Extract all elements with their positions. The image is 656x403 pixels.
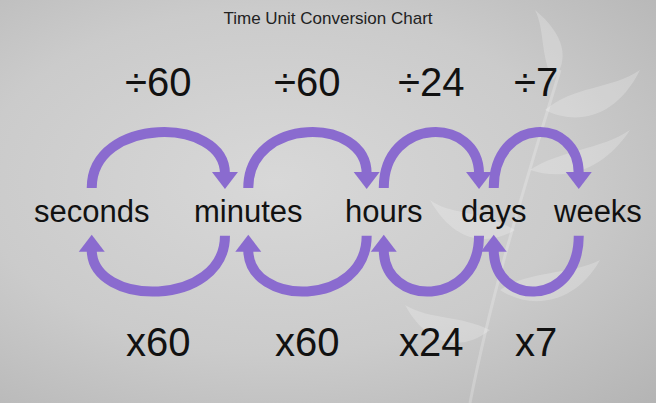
conversion-factor: x7	[515, 320, 557, 364]
unit-word: days	[457, 192, 530, 232]
conversion-arrow	[92, 132, 238, 189]
arrow-head	[566, 172, 592, 189]
arc-line	[92, 236, 225, 292]
arc-line	[248, 236, 366, 292]
conversion-arrow	[235, 235, 366, 292]
unit-word: weeks	[550, 192, 646, 232]
conversion-arrow	[248, 132, 379, 189]
arrow-head	[212, 172, 238, 189]
conversion-factor: ÷60	[274, 60, 340, 104]
chart-title: Time Unit Conversion Chart	[0, 9, 656, 29]
unit-name: minutes	[194, 194, 303, 229]
unit-name: weeks	[554, 194, 642, 229]
arc-line	[248, 132, 366, 188]
arrow-head	[79, 235, 105, 252]
unit-word: hours	[341, 192, 427, 232]
conversion-factor: ÷60	[125, 60, 191, 104]
unit-word: seconds	[30, 192, 153, 232]
arrow-head	[481, 235, 507, 252]
arc-line	[384, 132, 479, 188]
arc-line	[494, 236, 579, 292]
arrow-head	[371, 235, 397, 252]
conversion-arrow	[371, 235, 479, 292]
conversion-factor: x60	[126, 320, 191, 364]
unit-name: seconds	[34, 194, 149, 229]
conversion-factor: ÷24	[398, 60, 464, 104]
arc-line	[384, 236, 479, 292]
conversion-arrow	[79, 235, 225, 292]
conversion-arrow	[494, 132, 592, 189]
arc-line	[92, 132, 225, 188]
unit-name: days	[461, 194, 526, 229]
arrow-head	[466, 172, 492, 189]
conversion-factor: x60	[275, 320, 340, 364]
arrow-head	[354, 172, 380, 189]
conversion-factor: ÷7	[514, 60, 558, 104]
arrow-head	[235, 235, 261, 252]
conversion-arrow	[481, 235, 579, 292]
conversion-arrow	[384, 132, 492, 189]
arc-line	[494, 132, 579, 188]
unit-name: hours	[345, 194, 423, 229]
unit-word: minutes	[190, 192, 307, 232]
conversion-factor: x24	[399, 320, 464, 364]
